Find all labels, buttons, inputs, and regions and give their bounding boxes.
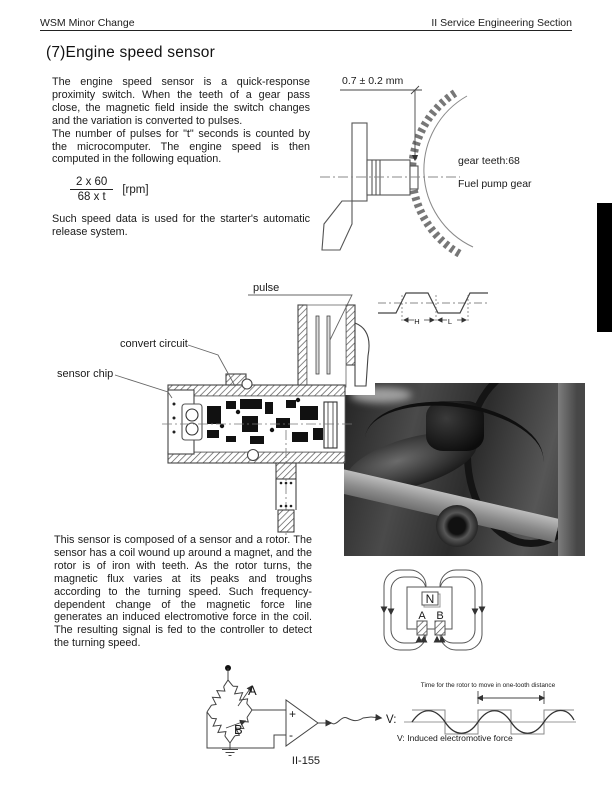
- bridge-circuit-figure: A B + - V:: [206, 665, 396, 756]
- pulse-high-label: H: [414, 317, 419, 326]
- fuel-pump-gear-label: Fuel pump gear: [458, 178, 532, 190]
- pulse-low-label: L: [448, 317, 452, 326]
- sensor-chip-label: sensor chip: [57, 368, 113, 380]
- engine-photo: [344, 383, 585, 556]
- photo-hose: [464, 383, 585, 547]
- resistor-b-label: B: [234, 722, 243, 737]
- one-tooth-time-label: Time for the rotor to move in one-tooth …: [421, 682, 556, 689]
- pulse-label: pulse: [253, 282, 279, 294]
- header-rule: [40, 30, 572, 31]
- paragraph: This sensor is composed of a sensor and …: [54, 534, 312, 650]
- north-pole-label: N: [426, 592, 435, 606]
- page-title: (7)Engine speed sensor: [46, 44, 215, 61]
- emf-waveform-figure: Time for the rotor to move in one-tooth …: [404, 682, 576, 735]
- pole-b-label: B: [436, 610, 443, 622]
- output-v-label: V:: [386, 714, 396, 726]
- gap-dimension-label: 0.7 ± 0.2 mm: [342, 75, 403, 87]
- intro-paragraphs: The engine speed sensor is a quick-respo…: [52, 76, 310, 166]
- paragraph: The number of pulses for "t" seconds is …: [52, 127, 310, 166]
- header-section-title: II Service Engineering Section: [431, 17, 572, 29]
- equation-unit: [rpm]: [122, 183, 149, 196]
- fraction: 2 x 60 68 x t: [70, 176, 114, 203]
- photo-sensor-body: [426, 401, 484, 451]
- paragraph: Such speed data is used for the starter'…: [52, 213, 310, 238]
- fraction-numerator: 2 x 60: [70, 176, 114, 190]
- opamp-minus-label: -: [289, 728, 293, 742]
- speed-equation: 2 x 60 68 x t [rpm]: [70, 176, 149, 203]
- emf-caption: V: Induced electromotive force: [397, 733, 513, 743]
- pole-a-label: A: [418, 610, 426, 622]
- header-doc-title: WSM Minor Change: [40, 17, 135, 29]
- fraction-denominator: 68 x t: [77, 191, 106, 203]
- convert-circuit-label: convert circuit: [120, 338, 188, 350]
- sensor-cross-section-figure: pulse convert circuit sensor chip: [57, 282, 375, 536]
- magnetic-flux-figure: N A B: [380, 569, 486, 651]
- photo-pulley: [436, 505, 478, 547]
- photo-panel-edge: [558, 383, 585, 556]
- paragraph: The engine speed sensor is a quick-respo…: [52, 76, 310, 127]
- page-number: II-155: [291, 755, 321, 767]
- resistor-a-label: A: [248, 683, 257, 698]
- gear-teeth-label: gear teeth:68: [458, 155, 520, 167]
- gap-figure: 0.7 ± 0.2 mm gear teeth:68 Fuel pump gea…: [320, 75, 532, 259]
- pulse-waveform-figure: H L: [378, 292, 488, 326]
- section-index-tab: [597, 203, 612, 332]
- opamp-plus-label: +: [289, 707, 296, 721]
